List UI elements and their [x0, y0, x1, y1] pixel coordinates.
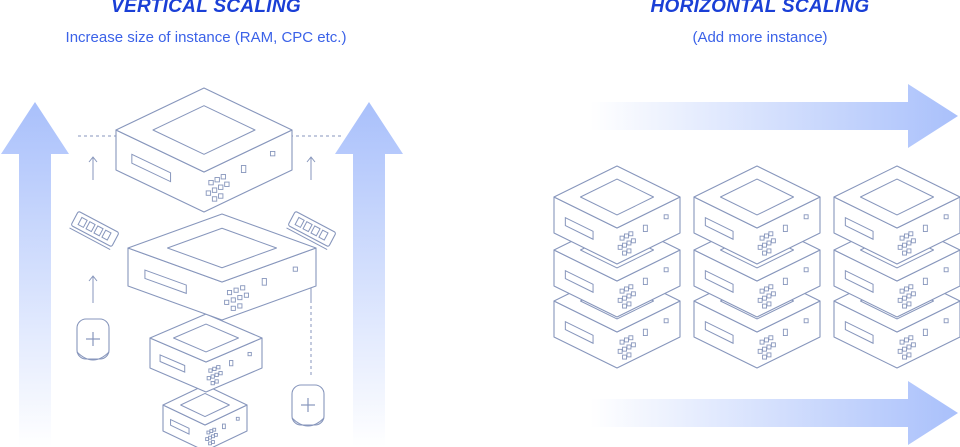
vertical-scaling-title: VERTICAL SCALING — [111, 0, 301, 17]
horizontal-scaling-title: HORIZONTAL SCALING — [650, 0, 870, 17]
horizontal-scaling-subtitle: (Add more instance) — [692, 29, 828, 46]
growth-arrow-icon-left — [1, 102, 69, 447]
server-icon-large — [127, 213, 317, 321]
growth-arrow-icon-top — [590, 84, 958, 148]
ram-module-icon — [69, 211, 119, 250]
small-up-arrow-icon — [88, 275, 98, 303]
small-up-arrow-icon — [88, 156, 98, 180]
server-icon — [693, 165, 821, 265]
growth-arrow-icon-bottom — [590, 381, 958, 445]
server-icon — [833, 165, 960, 265]
ram-module-icon — [286, 211, 336, 250]
server-icon — [553, 165, 681, 265]
growth-arrow-icon-right — [335, 102, 403, 447]
server-icon-medium — [149, 313, 263, 393]
server-icon-small — [162, 384, 248, 447]
add-icon — [76, 318, 110, 361]
add-icon — [291, 384, 325, 427]
vertical-scaling-subtitle: Increase size of instance (RAM, CPC etc.… — [65, 29, 347, 46]
server-icon-xlarge — [115, 87, 293, 213]
small-up-arrow-icon — [306, 156, 316, 180]
